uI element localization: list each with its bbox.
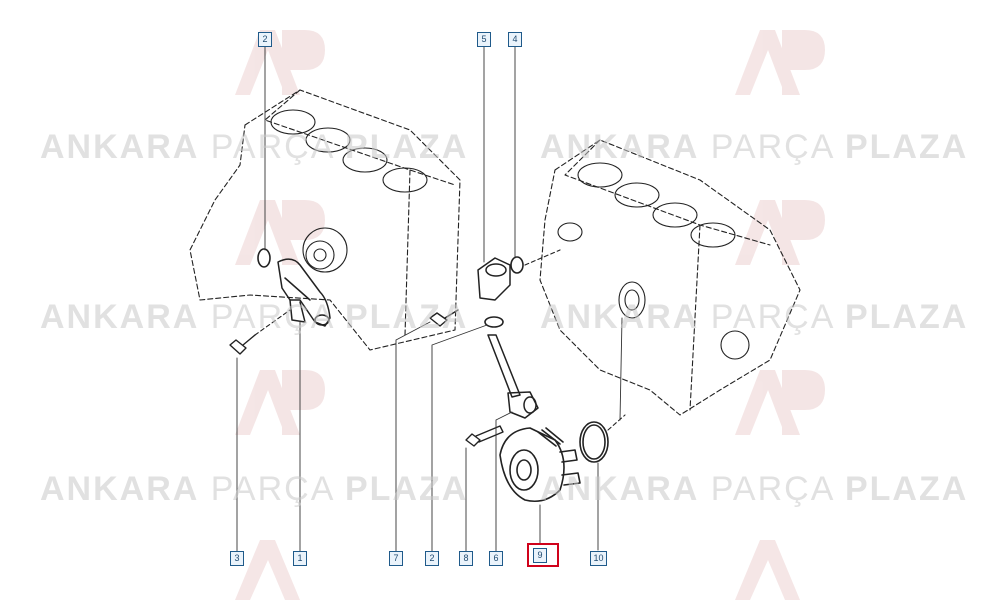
dashed-lead-left	[254, 309, 291, 336]
watermark-text: ANKARA PARÇA PLAZA	[40, 470, 469, 508]
watermark-logo	[735, 30, 825, 95]
callout-part-4: 4	[508, 32, 522, 47]
pulley-left	[302, 227, 348, 273]
watermark-text: ANKARA PARÇA PLAZA	[40, 298, 469, 336]
bolt-middle	[429, 309, 459, 327]
o-ring-middle	[484, 316, 504, 328]
dashed-lead-right-top	[524, 249, 561, 266]
dashed-lead-cooler	[607, 414, 626, 431]
engine-block-right	[539, 139, 801, 416]
watermark-text: ANKARA PARÇA PLAZA	[540, 128, 969, 166]
callout-part-3: 3	[230, 551, 244, 566]
watermark-logos	[235, 30, 825, 600]
pipe-housing-left	[277, 258, 331, 327]
watermark-logo	[735, 540, 800, 600]
o-ring-large	[579, 421, 609, 463]
cylinder-bores-left	[270, 109, 428, 193]
callout-part-1: 1	[293, 551, 307, 566]
selected-part-highlight	[527, 543, 559, 567]
watermark-logo	[235, 200, 325, 265]
watermark-text: ANKARA PARÇA PLAZA	[40, 128, 469, 166]
watermark-logo	[235, 540, 300, 600]
callout-part-2-bottom: 2	[425, 551, 439, 566]
o-ring-right	[510, 256, 524, 274]
block-port-right	[557, 222, 750, 360]
bolt-lower	[465, 425, 504, 447]
watermark-text: ANKARA PARÇA PLAZA	[540, 298, 969, 336]
oil-cooler	[499, 427, 581, 503]
bolt-left	[229, 334, 256, 355]
callout-part-6: 6	[489, 551, 503, 566]
elbow-fitting	[477, 257, 511, 301]
engine-block-left	[189, 89, 461, 351]
watermark-logo	[235, 370, 325, 435]
cylinder-bores-right	[577, 162, 736, 248]
connecting-pipe	[487, 334, 539, 419]
leader-lines	[236, 43, 623, 553]
watermark-logo	[235, 30, 325, 95]
callout-part-5: 5	[477, 32, 491, 47]
o-ring-left	[257, 248, 271, 268]
callout-part-9: 9	[533, 548, 547, 563]
callout-part-7: 7	[389, 551, 403, 566]
watermark-text: ANKARA PARÇA PLAZA	[540, 470, 969, 508]
watermark-logo	[735, 370, 825, 435]
callout-part-10: 10	[590, 551, 607, 566]
callout-part-2-top: 2	[258, 32, 272, 47]
callout-part-8: 8	[459, 551, 473, 566]
watermark-logo	[735, 200, 825, 265]
